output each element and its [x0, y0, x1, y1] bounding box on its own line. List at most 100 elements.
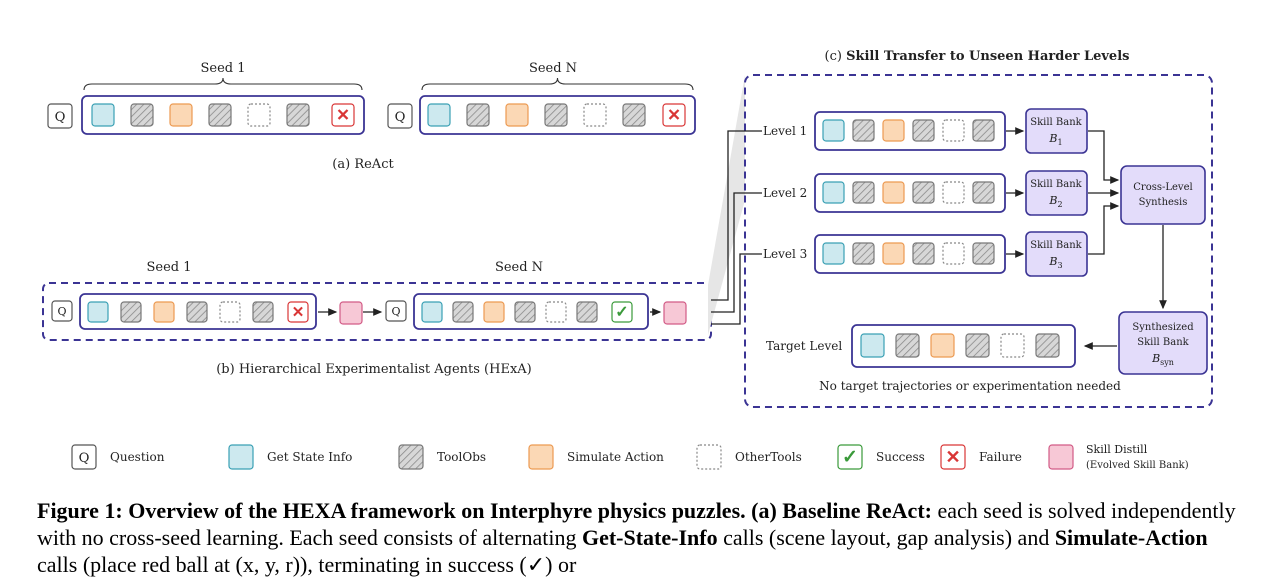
- level2-token-3: [912, 181, 935, 204]
- skill-bank-symbol-2: B2: [1048, 194, 1062, 209]
- cross-level-line2: Synthesis: [1139, 197, 1188, 208]
- target-token-1: [895, 333, 920, 358]
- token-a2-2: [505, 103, 529, 127]
- success-token-b2: [611, 301, 633, 323]
- level1-token-0: [822, 119, 845, 142]
- legend-label-question: Question: [110, 450, 165, 464]
- target-token-0: [860, 333, 885, 358]
- legend-othertools-icon: [696, 444, 722, 470]
- token-b1-3: [186, 301, 208, 323]
- level1-token-2: [882, 119, 905, 142]
- seed-frame-b1: [79, 293, 317, 330]
- legend-label-simulate-action: Simulate Action: [567, 450, 664, 464]
- success-icon: ✓: [842, 445, 858, 468]
- token-b1-5: [252, 301, 274, 323]
- question-glyph: Q: [79, 451, 90, 466]
- skill-distill-b1: [339, 301, 363, 325]
- target-token-5: [1035, 333, 1060, 358]
- skill-bank-3: [1025, 231, 1088, 277]
- level-label-3: Level 3: [763, 247, 807, 261]
- question-token-a1: [47, 103, 73, 129]
- caption-label-smallcaps: EX: [299, 498, 331, 523]
- bank1-to-synth: [1088, 130, 1120, 184]
- seedN-label-b: Seed N: [495, 260, 543, 275]
- target-level-label: Target Level: [766, 339, 842, 353]
- token-a2-0: [427, 103, 451, 127]
- token-b1-2: [153, 301, 175, 323]
- level1-token-4: [942, 119, 965, 142]
- token-a1-3: [208, 103, 232, 127]
- failure-icon: ✕: [667, 106, 681, 125]
- legend-skill-distill-swatch: [1048, 444, 1074, 470]
- legend-failure-icon: [940, 444, 966, 470]
- synth-line1: Synthesized: [1132, 322, 1194, 333]
- token-a1-0: [91, 103, 115, 127]
- caption-simulate: Simulate-Action: [1054, 525, 1208, 550]
- level-frame-1: [814, 111, 1006, 151]
- token-a2-4: [583, 103, 607, 127]
- target-token-4: [1000, 333, 1025, 358]
- question-glyph: Q: [391, 305, 400, 318]
- token-a2-1: [466, 103, 490, 127]
- cross-level-box: [1120, 165, 1206, 225]
- question-glyph: Q: [55, 110, 66, 125]
- failure-icon: ✕: [945, 447, 960, 468]
- branch-line-3: [711, 253, 762, 325]
- skill-distill-b2: [663, 301, 687, 325]
- bank3-to-synth: [1088, 202, 1120, 255]
- legend-sublabel-skill-distill: (Evolved Skill Bank): [1086, 460, 1189, 471]
- level2-token-0: [822, 181, 845, 204]
- synth-line2: Skill Bank: [1137, 337, 1189, 348]
- failure-token-b1: [287, 301, 309, 323]
- level1-token-3: [912, 119, 935, 142]
- caption-label: Figure 1: Overview of the H: [37, 498, 300, 523]
- question-token-b2: [385, 300, 407, 322]
- level-frame-3: [814, 234, 1006, 274]
- failure-token-a1: [331, 103, 355, 127]
- caption-panel-b: (b) Hierarchical Experimentalist Agents …: [216, 362, 532, 377]
- seedN-brace-a: [421, 77, 694, 91]
- success-icon: ✓: [615, 302, 628, 321]
- question-glyph: Q: [57, 305, 66, 318]
- seed-frame-b2: [413, 293, 649, 330]
- branch-line-1: [711, 130, 762, 301]
- cross-level-line1: Cross-Level: [1133, 182, 1192, 193]
- caption-text-3: calls (place red ball at (x, y, r)), ter…: [37, 552, 577, 577]
- panel-c-title: (c) Skill Transfer to Unseen Harder Leve…: [825, 49, 1130, 64]
- synth-symbol: Bsyn: [1151, 352, 1174, 367]
- level3-token-5: [972, 242, 995, 265]
- token-b2-0: [421, 301, 443, 323]
- question-token-a2: [387, 103, 413, 129]
- token-a1-5: [286, 103, 310, 127]
- token-a2-3: [544, 103, 568, 127]
- legend-label-skill-distill: Skill Distill: [1086, 443, 1148, 456]
- figure-caption: Figure 1: Overview of the HEXA framework…: [37, 497, 1237, 578]
- token-b2-2: [483, 301, 505, 323]
- skill-bank-label-2: Skill Bank: [1030, 179, 1082, 190]
- level1-token-5: [972, 119, 995, 142]
- token-b2-3: [514, 301, 536, 323]
- seed1-label-a: Seed 1: [200, 61, 245, 76]
- zoom-funnel: [708, 75, 745, 335]
- token-b2-1: [452, 301, 474, 323]
- level-label-2: Level 2: [763, 186, 807, 200]
- legend-label-get-state-info: Get State Info: [267, 450, 352, 464]
- failure-token-a2: [662, 103, 686, 127]
- token-a1-2: [169, 103, 193, 127]
- target-frame: [851, 324, 1076, 368]
- legend-label-toolobs: ToolObs: [437, 450, 486, 464]
- token-b1-0: [87, 301, 109, 323]
- skill-bank-2: [1025, 170, 1088, 216]
- level-label-1: Level 1: [763, 124, 807, 138]
- legend-label-failure: Failure: [979, 450, 1022, 464]
- caption-text-2: calls (scene layout, gap analysis) and: [717, 525, 1055, 550]
- token-b1-1: [120, 301, 142, 323]
- token-a1-4: [247, 103, 271, 127]
- legend-question-icon: [71, 444, 97, 470]
- skill-bank-symbol-3: B3: [1048, 255, 1062, 270]
- target-note: No target trajectories or experimentatio…: [819, 379, 1121, 393]
- level1-token-1: [852, 119, 875, 142]
- level3-token-0: [822, 242, 845, 265]
- level2-token-5: [972, 181, 995, 204]
